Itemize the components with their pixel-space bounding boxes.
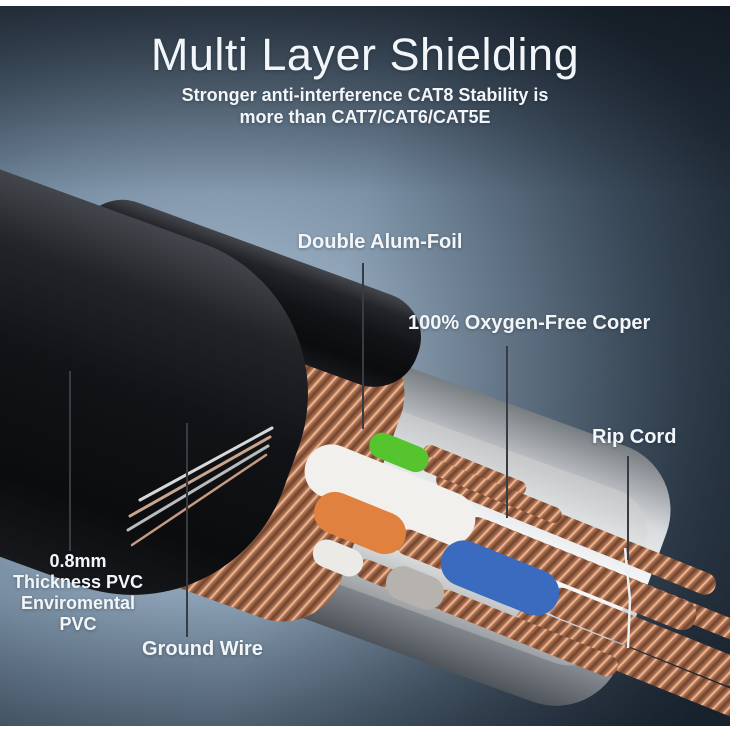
- label-pvc-line-3: Enviromental: [20, 593, 136, 613]
- wire-blue-conductor: [546, 587, 730, 686]
- bottom-white-margin: [0, 726, 730, 734]
- wire-blue: [440, 540, 730, 686]
- copper-conductor: [423, 444, 527, 495]
- wire-green-conductor: [421, 456, 562, 523]
- label-rip-cord: Rip Cord: [592, 426, 677, 448]
- label-pvc-line-1: 0.8mm: [49, 551, 107, 571]
- wire-white-conductor: [462, 517, 697, 631]
- header: Multi Layer Shielding Stronger anti-inte…: [0, 30, 730, 128]
- label-pvc-line-4: PVC: [59, 614, 97, 634]
- subtitle-line-1: Stronger anti-interference CAT8 Stabilit…: [181, 84, 549, 105]
- wire-orange-sleeve: [313, 491, 407, 555]
- pvc-outer-jacket: [0, 72, 308, 595]
- label-double-alum-foil: Double Alum-Foil: [297, 231, 463, 253]
- ground-wire-strand: [130, 453, 268, 547]
- wire-gray: [385, 566, 618, 677]
- label-pvc-line-2: Thickness PVC: [12, 572, 144, 592]
- ground-wire-strand: [138, 426, 274, 502]
- ground-wire-strands: [126, 426, 274, 547]
- page-title: Multi Layer Shielding: [150, 29, 580, 80]
- wire-white-small-sleeve: [312, 539, 364, 577]
- wire-green-sleeve: [369, 432, 429, 473]
- label-ground-wire: Ground Wire: [142, 638, 263, 660]
- wire-white-large: [304, 444, 697, 631]
- callout-line-double-alum-foil: [362, 263, 364, 429]
- subtitle-line-2: more than CAT7/CAT6/CAT5E: [239, 106, 491, 127]
- wire-gray-sleeve: [385, 566, 445, 610]
- copper-conductor: [515, 608, 730, 726]
- callout-line-ground-wire: [186, 423, 188, 637]
- ground-wire-strand: [126, 444, 270, 532]
- wire-gray-conductor: [435, 589, 618, 677]
- wire-blue-sleeve: [440, 540, 560, 616]
- callout-line-oxygen-free-copper: [506, 346, 508, 518]
- callout-line-pvc-thickness: [69, 371, 71, 551]
- twisted-pair-wires: [304, 432, 730, 686]
- label-oxygen-free-copper: 100% Oxygen-Free Coper: [408, 312, 651, 334]
- rip-cord-thread: [623, 547, 632, 649]
- wire-white-sleeve: [304, 444, 476, 546]
- ground-wire-strand: [128, 435, 272, 518]
- label-pvc-thickness: 0.8mm Thickness PVC Enviromental PVC: [3, 551, 153, 635]
- callout-line-rip-cord: [627, 456, 629, 560]
- wire-green: [369, 432, 562, 523]
- top-white-margin: [0, 0, 730, 6]
